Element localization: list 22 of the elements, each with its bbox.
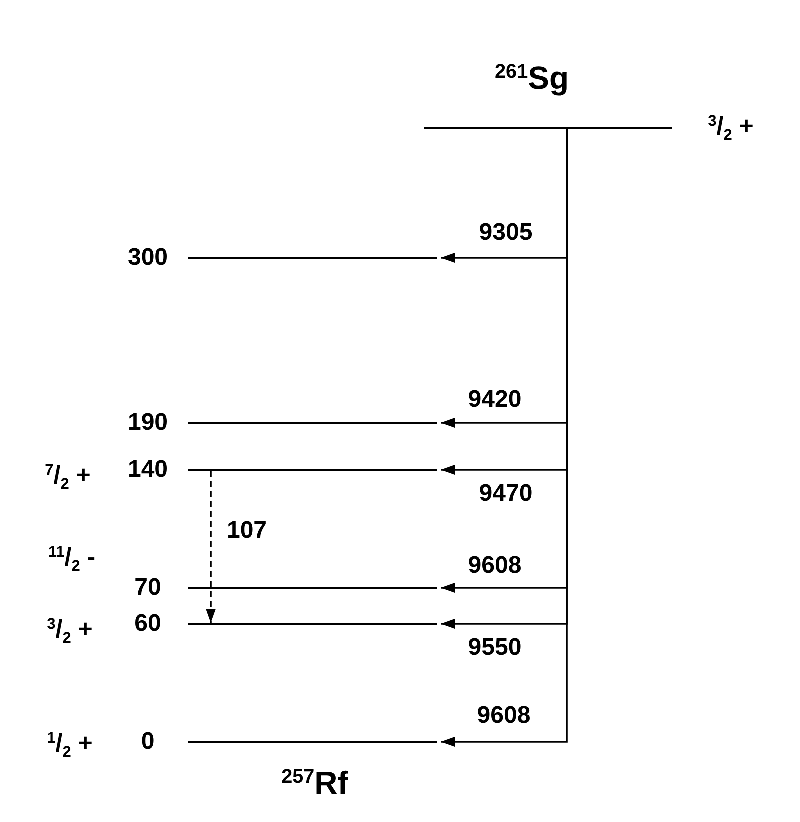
spin-parity: $^{11}$/$_{2}$ - xyxy=(48,546,96,570)
level-energy: 70 xyxy=(134,576,162,600)
energy-level-line xyxy=(188,257,437,259)
nuclide-label: $^{257}$Rf xyxy=(282,767,348,799)
dashed-arrow xyxy=(206,471,216,623)
spin-parity: $^{3}$/$_{2}$ + xyxy=(47,618,93,642)
energy-level-line xyxy=(188,422,437,424)
arrow xyxy=(441,129,568,747)
energy-level-line xyxy=(188,623,437,625)
energy-level-line xyxy=(188,741,437,743)
level-energy: 140 xyxy=(128,458,168,482)
spin-parity: $^{7}$/$_{2}$ + xyxy=(45,464,91,488)
spin-parity: $^{1}$/$_{2}$ + xyxy=(47,732,93,756)
level-energy: 300 xyxy=(128,246,168,270)
spin-parity: $^{3}$/$_{2}$ + xyxy=(708,114,754,140)
energy-level-line xyxy=(424,127,672,129)
level-energy: 60 xyxy=(134,612,162,636)
nuclide-label: $^{261}$Sg xyxy=(495,62,569,94)
level-energy: 190 xyxy=(128,411,168,435)
level-energy: 0 xyxy=(141,730,155,754)
energy-level-line xyxy=(188,587,437,589)
energy-level-line xyxy=(188,469,437,471)
